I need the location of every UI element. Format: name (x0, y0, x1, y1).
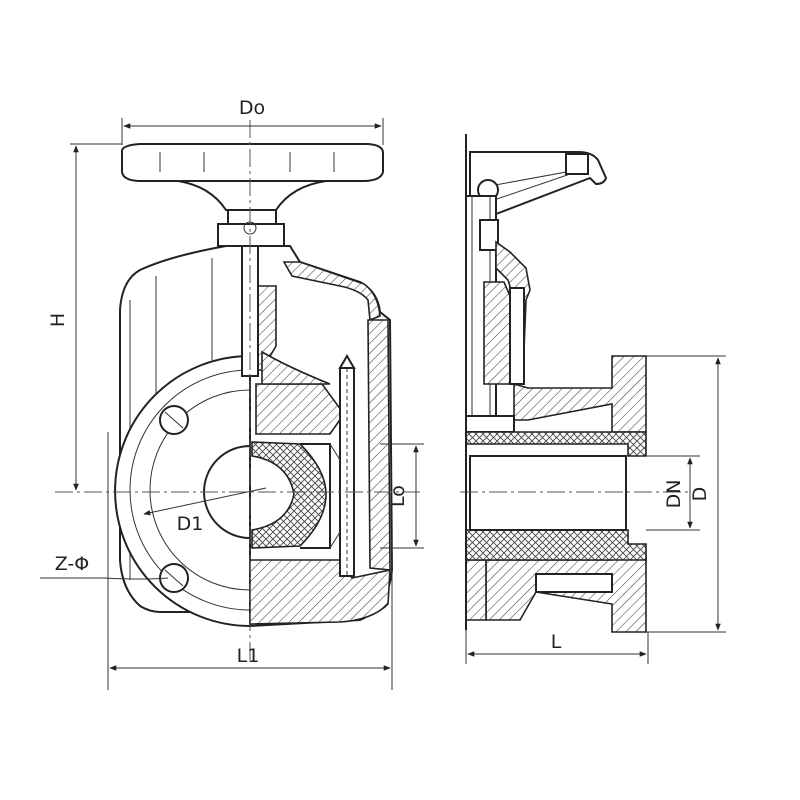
handwheel-ribs (159, 152, 335, 172)
flange-bolt-circle (149, 389, 251, 591)
handwheel-hub (177, 180, 327, 211)
side-dimensions: DN D L (465, 355, 726, 664)
l1-label: L1 (237, 645, 260, 667)
side-liner-bottom (465, 529, 647, 561)
side-nut (479, 219, 499, 251)
liner-section (251, 441, 327, 549)
front-view (55, 120, 420, 660)
side-bore (469, 455, 627, 531)
side-liner-top (465, 431, 647, 457)
side-handwheel-rim (565, 153, 589, 175)
bottom-wall-section (249, 559, 391, 625)
side-upper-flange (513, 355, 647, 433)
flange-inner-ring (129, 369, 251, 611)
side-lower-flange (485, 555, 647, 633)
d-label: D (689, 487, 711, 502)
front-dimensions: Do H D1 Z-Φ L1 Lo (40, 97, 424, 690)
yoke-top (217, 223, 285, 247)
side-body (465, 415, 515, 433)
flange-outer (114, 354, 251, 628)
gate-tip (338, 354, 356, 369)
gate-top-section (261, 350, 331, 385)
d1-leader (143, 487, 267, 516)
dn-label: DN (663, 480, 685, 509)
d1-label: D1 (177, 513, 204, 535)
do-label: Do (239, 97, 265, 119)
z-phi-label: Z-Φ (55, 553, 90, 575)
handwheel (121, 143, 384, 182)
side-bonnet-inner (483, 281, 511, 385)
side-wall-section (367, 319, 391, 571)
side-lower-body (465, 559, 487, 621)
z-phi-leader (40, 577, 169, 580)
side-view (460, 134, 690, 633)
lo-label: Lo (387, 485, 409, 507)
l-label: L (551, 631, 562, 653)
h-label: H (47, 313, 69, 327)
